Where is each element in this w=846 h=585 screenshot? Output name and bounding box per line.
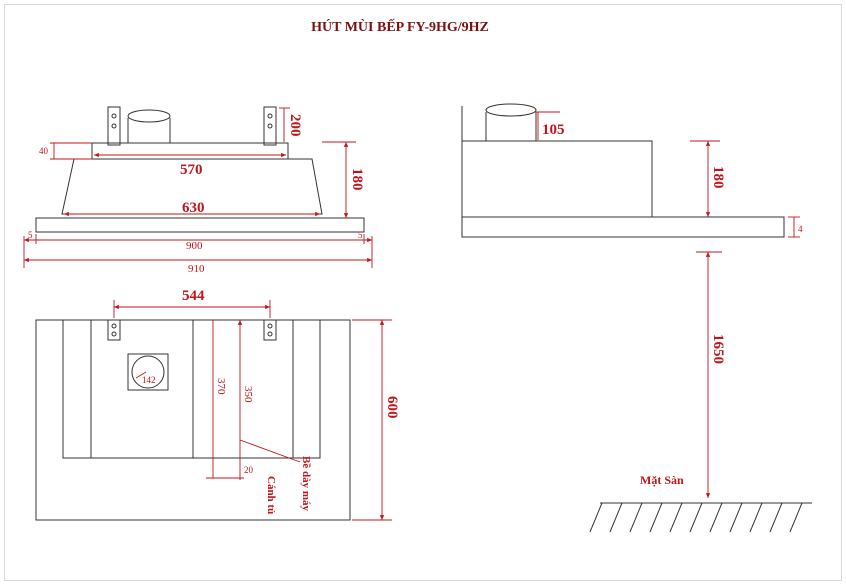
dim-910-label: 910 xyxy=(188,263,205,275)
dim-1650-label: 1650 xyxy=(710,334,726,364)
top-view: 142 544 370 350 20 Bề dày máy Cánh tủ 60… xyxy=(35,288,400,521)
side-bottom-panel xyxy=(461,216,785,238)
side-duct-top xyxy=(485,103,537,117)
right-bracket xyxy=(263,106,277,146)
dim-4-label: 4 xyxy=(798,224,803,234)
dim-142-leader xyxy=(135,371,147,379)
bracket-hole xyxy=(267,331,273,337)
drawing-frame xyxy=(4,4,842,581)
drawing-title: HÚT MÙI BẾP FY-9HG/9HZ xyxy=(311,20,489,35)
dim-180-label: 180 xyxy=(349,168,365,191)
dim-570-label: 570 xyxy=(180,162,203,178)
hood-body xyxy=(61,158,323,215)
dim-630-label: 630 xyxy=(182,200,205,216)
side-body xyxy=(461,140,653,218)
dim-600-label: 600 xyxy=(384,396,400,419)
cabinet-edge-label: Cánh tủ xyxy=(265,476,277,514)
top-plate xyxy=(91,142,289,160)
bracket-hole xyxy=(267,123,273,129)
dim-20-label: 20 xyxy=(244,465,254,475)
dim-900-label: 900 xyxy=(186,240,203,252)
side-view: 105 180 4 1650 Mặt Sàn xyxy=(461,103,812,533)
exhaust-duct-top xyxy=(127,109,171,123)
dim-350-label: 350 xyxy=(242,386,254,403)
bracket-hole xyxy=(111,113,117,119)
dim-side-180-label: 180 xyxy=(710,166,726,189)
bracket-hole xyxy=(111,123,117,129)
bracket-hole xyxy=(111,331,117,337)
bracket-hole xyxy=(267,113,273,119)
front-view: 200 40 570 180 630 5 900 5 910 xyxy=(23,106,373,275)
dim-142-label: 142 xyxy=(142,375,156,385)
dim-5-left-label: 5 xyxy=(28,230,33,240)
dim-544-label: 544 xyxy=(182,288,205,304)
top-right-bracket xyxy=(263,319,277,341)
machine-edge-leader xyxy=(239,439,301,463)
top-hood-body xyxy=(62,319,321,459)
dim-370-label: 370 xyxy=(215,378,227,395)
dim-105-label: 105 xyxy=(542,122,565,138)
bottom-panel xyxy=(35,217,365,233)
dim-200-label: 200 xyxy=(287,114,303,137)
duct-opening-square xyxy=(127,353,169,391)
dim-5-right-label: 5 xyxy=(358,230,363,240)
machine-edge-label: Bề dày máy xyxy=(300,456,312,512)
duct-opening-circle xyxy=(131,355,165,389)
bracket-hole xyxy=(267,323,273,329)
left-bracket xyxy=(107,106,121,146)
top-left-bracket xyxy=(107,319,121,341)
floor-label: Mặt Sàn xyxy=(640,473,684,487)
bracket-hole xyxy=(111,323,117,329)
floor-hatch xyxy=(589,502,803,533)
dim-40-label: 40 xyxy=(39,146,49,156)
